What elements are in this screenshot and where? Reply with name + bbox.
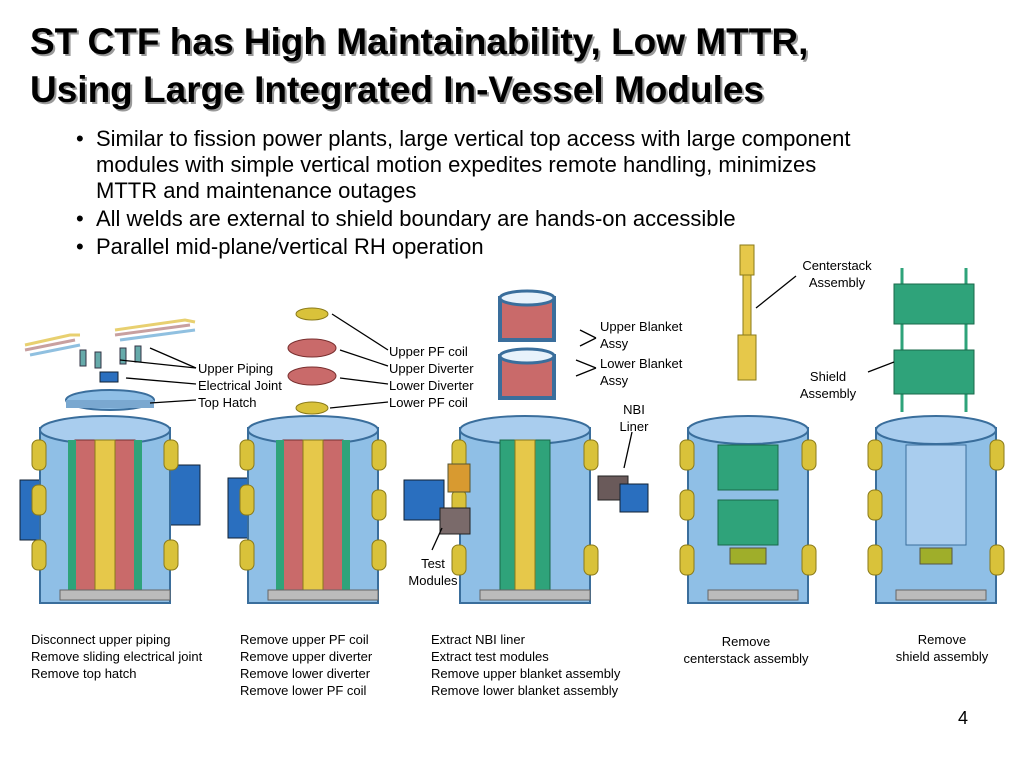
caption-line: Remove upper diverter bbox=[240, 648, 372, 665]
label-shield: Shield Assembly bbox=[792, 368, 864, 402]
page-number: 4 bbox=[958, 708, 968, 729]
label-upper-pf-coil: Upper PF coil bbox=[389, 343, 468, 360]
caption-step-3: Extract NBI liner Extract test modules R… bbox=[431, 631, 620, 699]
caption-line: Remove bbox=[880, 631, 1004, 648]
centerstack-assembly bbox=[738, 245, 796, 380]
label-lower-pf-coil: Lower PF coil bbox=[389, 394, 468, 411]
reactor-step-5 bbox=[868, 416, 1004, 603]
caption-step-1: Disconnect upper piping Remove sliding e… bbox=[31, 631, 202, 682]
caption-line: Extract NBI liner bbox=[431, 631, 620, 648]
label-upper-blanket-line1: Upper Blanket bbox=[600, 318, 682, 335]
reactor-step-1 bbox=[20, 320, 200, 603]
label-nbi-line1: NBI bbox=[612, 401, 656, 418]
label-centerstack-line2: Assembly bbox=[792, 274, 882, 291]
label-top-hatch: Top Hatch bbox=[198, 394, 257, 411]
label-lower-blanket-line1: Lower Blanket bbox=[600, 355, 682, 372]
label-test-line2: Modules bbox=[400, 572, 466, 589]
caption-line: centerstack assembly bbox=[676, 650, 816, 667]
caption-line: Extract test modules bbox=[431, 648, 620, 665]
label-upper-diverter: Upper Diverter bbox=[389, 360, 474, 377]
label-nbi-line2: Liner bbox=[612, 418, 656, 435]
caption-line: Remove upper blanket assembly bbox=[431, 665, 620, 682]
caption-line: shield assembly bbox=[880, 648, 1004, 665]
label-centerstack-line1: Centerstack bbox=[792, 257, 882, 274]
label-lower-diverter: Lower Diverter bbox=[389, 377, 474, 394]
label-upper-piping: Upper Piping bbox=[198, 360, 273, 377]
label-lower-blanket: Lower Blanket Assy bbox=[600, 355, 682, 389]
caption-line: Remove bbox=[676, 633, 816, 650]
caption-step-5: Remove shield assembly bbox=[880, 631, 1004, 665]
caption-line: Remove lower PF coil bbox=[240, 682, 372, 699]
caption-step-2: Remove upper PF coil Remove upper divert… bbox=[240, 631, 372, 699]
caption-line: Remove sliding electrical joint bbox=[31, 648, 202, 665]
label-electrical-joint: Electrical Joint bbox=[198, 377, 282, 394]
label-test-line1: Test bbox=[400, 555, 466, 572]
label-test-modules: Test Modules bbox=[400, 555, 466, 589]
label-lower-blanket-line2: Assy bbox=[600, 372, 682, 389]
label-nbi-liner: NBI Liner bbox=[612, 401, 656, 435]
caption-step-4: Remove centerstack assembly bbox=[676, 633, 816, 667]
caption-line: Remove lower blanket assembly bbox=[431, 682, 620, 699]
label-centerstack: Centerstack Assembly bbox=[792, 257, 882, 291]
label-shield-line1: Shield bbox=[792, 368, 864, 385]
label-shield-line2: Assembly bbox=[792, 385, 864, 402]
shield-assembly-part bbox=[868, 268, 974, 412]
label-upper-blanket: Upper Blanket Assy bbox=[600, 318, 682, 352]
caption-line: Remove lower diverter bbox=[240, 665, 372, 682]
reactor-step-4 bbox=[680, 416, 816, 603]
caption-line: Remove upper PF coil bbox=[240, 631, 372, 648]
label-upper-blanket-line2: Assy bbox=[600, 335, 682, 352]
caption-line: Disconnect upper piping bbox=[31, 631, 202, 648]
reactor-step-2 bbox=[228, 308, 388, 603]
caption-line: Remove top hatch bbox=[31, 665, 202, 682]
